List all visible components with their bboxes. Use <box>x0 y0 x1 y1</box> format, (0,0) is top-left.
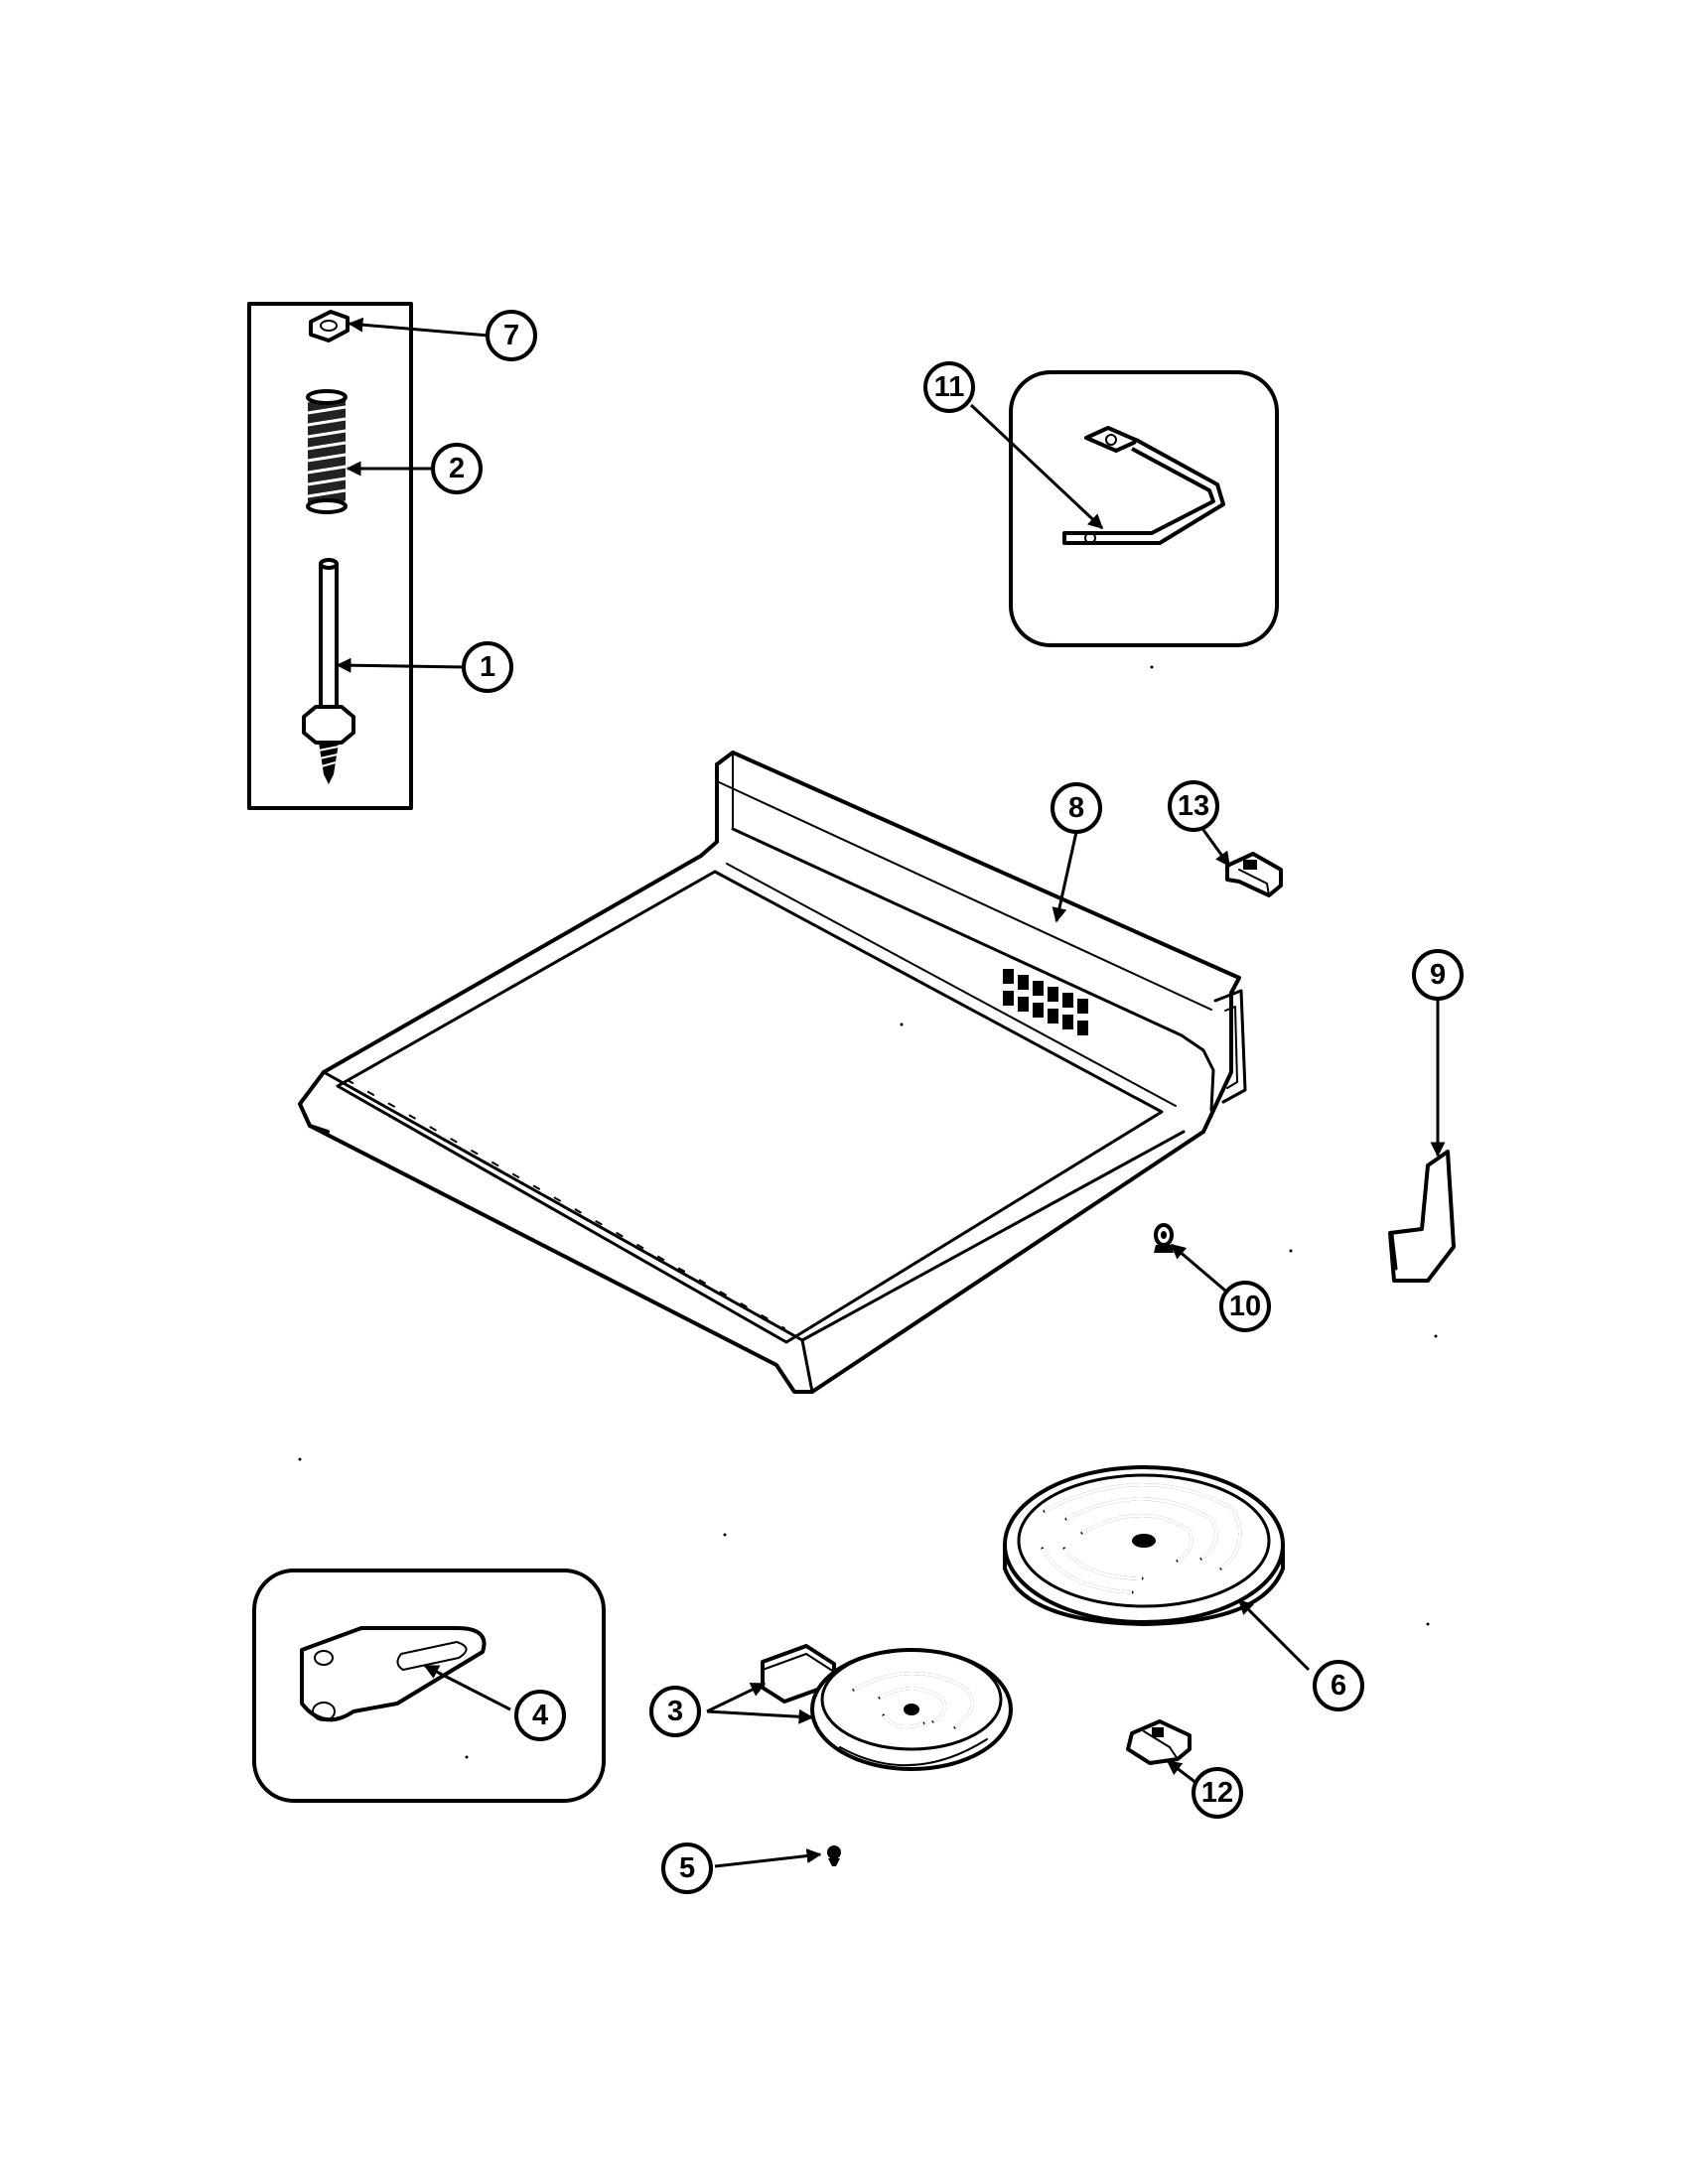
callout-2-label: 2 <box>449 453 465 484</box>
callout-13: 13 <box>1168 780 1219 832</box>
callout-5-label: 5 <box>679 1852 695 1884</box>
callout-12-label: 12 <box>1201 1777 1233 1809</box>
small-surface-element <box>761 1644 1013 1771</box>
trim-strip-part <box>1388 1150 1456 1283</box>
leader-lines <box>336 317 1446 1868</box>
leader-1 <box>336 657 466 673</box>
callout-10: 10 <box>1219 1281 1271 1332</box>
callout-5: 5 <box>661 1843 713 1894</box>
leveling-leg-kit <box>247 302 413 810</box>
callout-7: 7 <box>486 310 537 361</box>
leader-6 <box>1237 1598 1311 1672</box>
clip-part <box>1225 852 1283 897</box>
leader-4 <box>423 1664 511 1711</box>
bracket-4-box-frame <box>252 1569 606 1803</box>
leader-5 <box>714 1848 822 1868</box>
kit-box-frame <box>247 302 413 810</box>
callout-3-label: 3 <box>667 1696 683 1727</box>
leader-13 <box>1201 829 1231 868</box>
spring-part <box>306 389 348 514</box>
callout-9-label: 9 <box>1430 959 1446 991</box>
leader-3b <box>706 1708 814 1724</box>
leader-3a <box>706 1682 767 1713</box>
callout-11-label: 11 <box>934 371 965 403</box>
mounting-bracket-detail <box>252 1569 606 1803</box>
bracket-box-frame <box>1009 370 1279 647</box>
screw-part-10 <box>1154 1223 1174 1253</box>
callout-8: 8 <box>1051 782 1102 834</box>
vent-slots <box>1003 969 1088 1035</box>
callout-4: 4 <box>514 1690 566 1741</box>
callout-4-label: 4 <box>532 1700 548 1731</box>
callout-11: 11 <box>923 361 975 413</box>
callout-1-label: 1 <box>480 651 495 683</box>
scan-specks <box>298 665 1438 1759</box>
leader-8 <box>1052 831 1078 923</box>
callout-8-label: 8 <box>1068 792 1084 824</box>
bracket-detail <box>1009 370 1279 647</box>
callout-3: 3 <box>649 1686 701 1737</box>
callout-6-label: 6 <box>1331 1670 1346 1702</box>
callout-2: 2 <box>431 443 483 494</box>
clip-part-12 <box>1126 1719 1192 1765</box>
large-surface-element <box>1003 1465 1285 1626</box>
callout-12: 12 <box>1192 1767 1243 1819</box>
callout-1: 1 <box>462 641 513 693</box>
callout-10-label: 10 <box>1229 1291 1261 1322</box>
leader-11 <box>969 403 1104 530</box>
cooktop-main-top <box>298 751 1247 1394</box>
leveling-leg-part <box>302 558 355 784</box>
callout-6: 6 <box>1313 1660 1364 1711</box>
hex-nut-part <box>309 310 350 342</box>
leader-7 <box>348 317 490 338</box>
callout-13-label: 13 <box>1178 790 1209 822</box>
leader-10 <box>1170 1243 1226 1293</box>
screw-part-5 <box>827 1845 841 1866</box>
callout-7-label: 7 <box>503 320 519 351</box>
callout-9: 9 <box>1412 949 1464 1001</box>
